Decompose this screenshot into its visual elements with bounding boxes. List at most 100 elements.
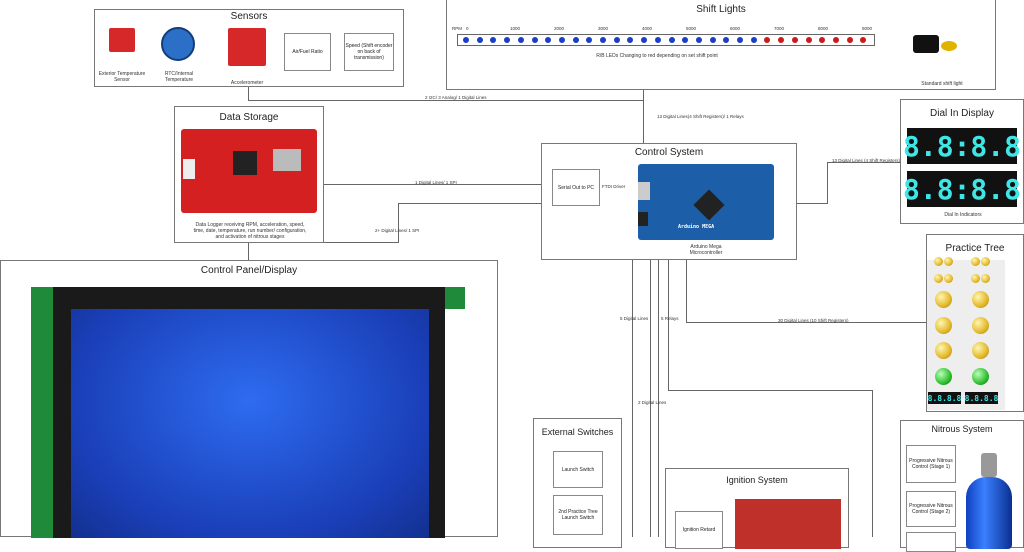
- tree-mini-display-2: 8.8.8.8: [965, 392, 998, 404]
- sensor-label-rtc: RTC/Internal Temperature: [164, 71, 194, 83]
- shift-led-blue: [668, 37, 675, 43]
- ignition-panel: Ignition System Ignition Retard: [665, 468, 849, 549]
- practice-tree-title: Practice Tree: [945, 243, 1005, 254]
- nitrous-stage-2-box: Progressive Nitrous Control (Stage 2): [906, 491, 956, 527]
- external-switches-panel: External Switches Launch Switch 2nd Prac…: [533, 418, 622, 548]
- connector-sensors: [248, 86, 249, 100]
- connector-top-bus: [248, 100, 643, 101]
- tree-bulb: [972, 291, 989, 308]
- lcd-pcb-left: [31, 287, 53, 538]
- connector-shift: [643, 52, 644, 143]
- connector-dial-h2: [827, 162, 900, 163]
- connector-dial-v: [827, 162, 828, 204]
- ignition-retard-box: Ignition Retard: [675, 511, 723, 549]
- tree-bulb: [981, 257, 990, 266]
- connector-storage: [323, 184, 541, 185]
- practice-launch-switch-box: 2nd Practice Tree Launch Switch: [553, 495, 603, 535]
- tree-bulb-green: [935, 368, 952, 385]
- tree-bulb: [935, 291, 952, 308]
- label-sensors-link: 2 I2C/ 3 Analog/ 1 Digital Lines: [425, 95, 487, 100]
- label-tree-link: 30 Digital Lines (10 Shift Registers): [778, 318, 849, 323]
- connector-ign-v2: [872, 390, 873, 537]
- rpm-tick-label: 7000: [774, 26, 785, 31]
- data-logger-board: [181, 129, 317, 213]
- shift-led-blue: [545, 37, 552, 43]
- tree-bulb: [981, 274, 990, 283]
- sensors-panel: Sensors Exterior Temperature Sensor RTC/…: [94, 9, 404, 87]
- ignition-title: Ignition System: [726, 475, 788, 485]
- tree-bulb: [935, 317, 952, 334]
- control-system-title: Control System: [634, 147, 704, 158]
- shift-led-blue: [463, 37, 469, 43]
- lcd-screen: [71, 309, 429, 538]
- arduino-caption: Arduino Mega Microcontroller: [689, 244, 723, 256]
- connector-ign-h: [668, 390, 872, 391]
- ftdi-label: FTDI Driver: [602, 184, 626, 189]
- label-storage-link: 1 Digital Lines/ 1 SPI: [415, 180, 457, 185]
- tree-mini-display-1: 8.8.8.8: [928, 392, 961, 404]
- shift-led-blue: [695, 37, 702, 43]
- connector-dial-h: [797, 203, 827, 204]
- dial-display-2: 8.8:8.8: [903, 171, 1021, 207]
- shift-led-red: [805, 37, 812, 43]
- connector-panel-h: [398, 203, 541, 204]
- nitrous-title: Nitrous System: [931, 424, 993, 434]
- shift-led-blue: [572, 37, 579, 43]
- shift-led-red: [819, 37, 826, 43]
- dial-in-caption: Dial In Indicators: [944, 212, 982, 218]
- rpm-tick-label: 2000: [554, 26, 565, 31]
- temperature-sensor-board: [109, 28, 135, 52]
- arduino-board-text: Arduino MEGA: [678, 224, 715, 230]
- connector-panel-v: [398, 203, 399, 242]
- rpm-tick-label: 5000: [686, 26, 697, 31]
- tree-bulb: [972, 342, 989, 359]
- led-strip: [457, 34, 875, 46]
- arduino-board: Arduino MEGA: [638, 164, 774, 240]
- tree-bulb-green: [972, 368, 989, 385]
- shift-led-blue: [723, 37, 730, 43]
- shift-led-blue: [737, 37, 743, 43]
- lcd-pcb-right: [445, 287, 465, 309]
- shift-led-blue: [654, 37, 661, 43]
- shift-led-red: [778, 37, 785, 43]
- shift-led-red: [791, 37, 798, 43]
- connector-retard-v: [650, 260, 651, 537]
- external-switches-title: External Switches: [541, 427, 614, 437]
- shift-led-blue: [627, 37, 634, 43]
- label-retard-link: 2 Digital Lines: [638, 400, 667, 405]
- shift-led-red: [860, 37, 867, 43]
- rpm-tick-label: 9000: [862, 26, 873, 31]
- tree-bulb: [972, 317, 989, 334]
- shift-led-blue: [641, 37, 648, 43]
- dial-display-2-value: 8.8:8.8: [903, 172, 1022, 206]
- dial-display-1-value: 8.8:8.8: [903, 129, 1022, 163]
- label-dial-link: 13 Digital Lines (4 Shift Registers): [832, 158, 901, 163]
- nitrous-stage-3-box: [906, 532, 956, 552]
- shift-led-blue: [613, 37, 620, 43]
- label-shift-link: 13 Digital Lines(4 Shift Registers)/ 1 R…: [657, 114, 744, 119]
- shift-led-blue: [586, 37, 593, 43]
- nitrous-bottle: [966, 477, 1012, 549]
- tree-bulb: [971, 274, 980, 283]
- tree-bulb: [935, 342, 952, 359]
- tree-bulb: [944, 274, 953, 283]
- shift-led-red: [764, 37, 771, 43]
- tree-bulb: [934, 257, 943, 266]
- sensor-air-fuel: Air/Fuel Ratio: [284, 33, 331, 71]
- standard-shift-light-caption: Standard shift light: [921, 81, 963, 87]
- label-panel-link: 2+ Digital Lines/ 1 SPI: [375, 228, 420, 233]
- control-system-panel: Control System Serial Out to PC FTDI Dri…: [541, 143, 797, 260]
- nitrous-valve: [981, 453, 997, 477]
- shift-led-blue: [558, 37, 565, 43]
- connector-panel-v2: [248, 242, 249, 260]
- shift-led-blue: [750, 37, 757, 43]
- shift-led-blue: [517, 37, 524, 43]
- data-storage-title: Data Storage: [219, 112, 279, 123]
- dial-display-1: 8.8:8.8: [903, 128, 1021, 164]
- rpm-tick-label: 8000: [818, 26, 829, 31]
- connector-tree-v: [686, 260, 687, 322]
- label-switch-link: 5 Digital Lines: [620, 316, 649, 321]
- label-relay-link: 5 Relays: [661, 316, 679, 321]
- connector-ign-v: [668, 260, 669, 390]
- shift-led-blue: [531, 37, 538, 43]
